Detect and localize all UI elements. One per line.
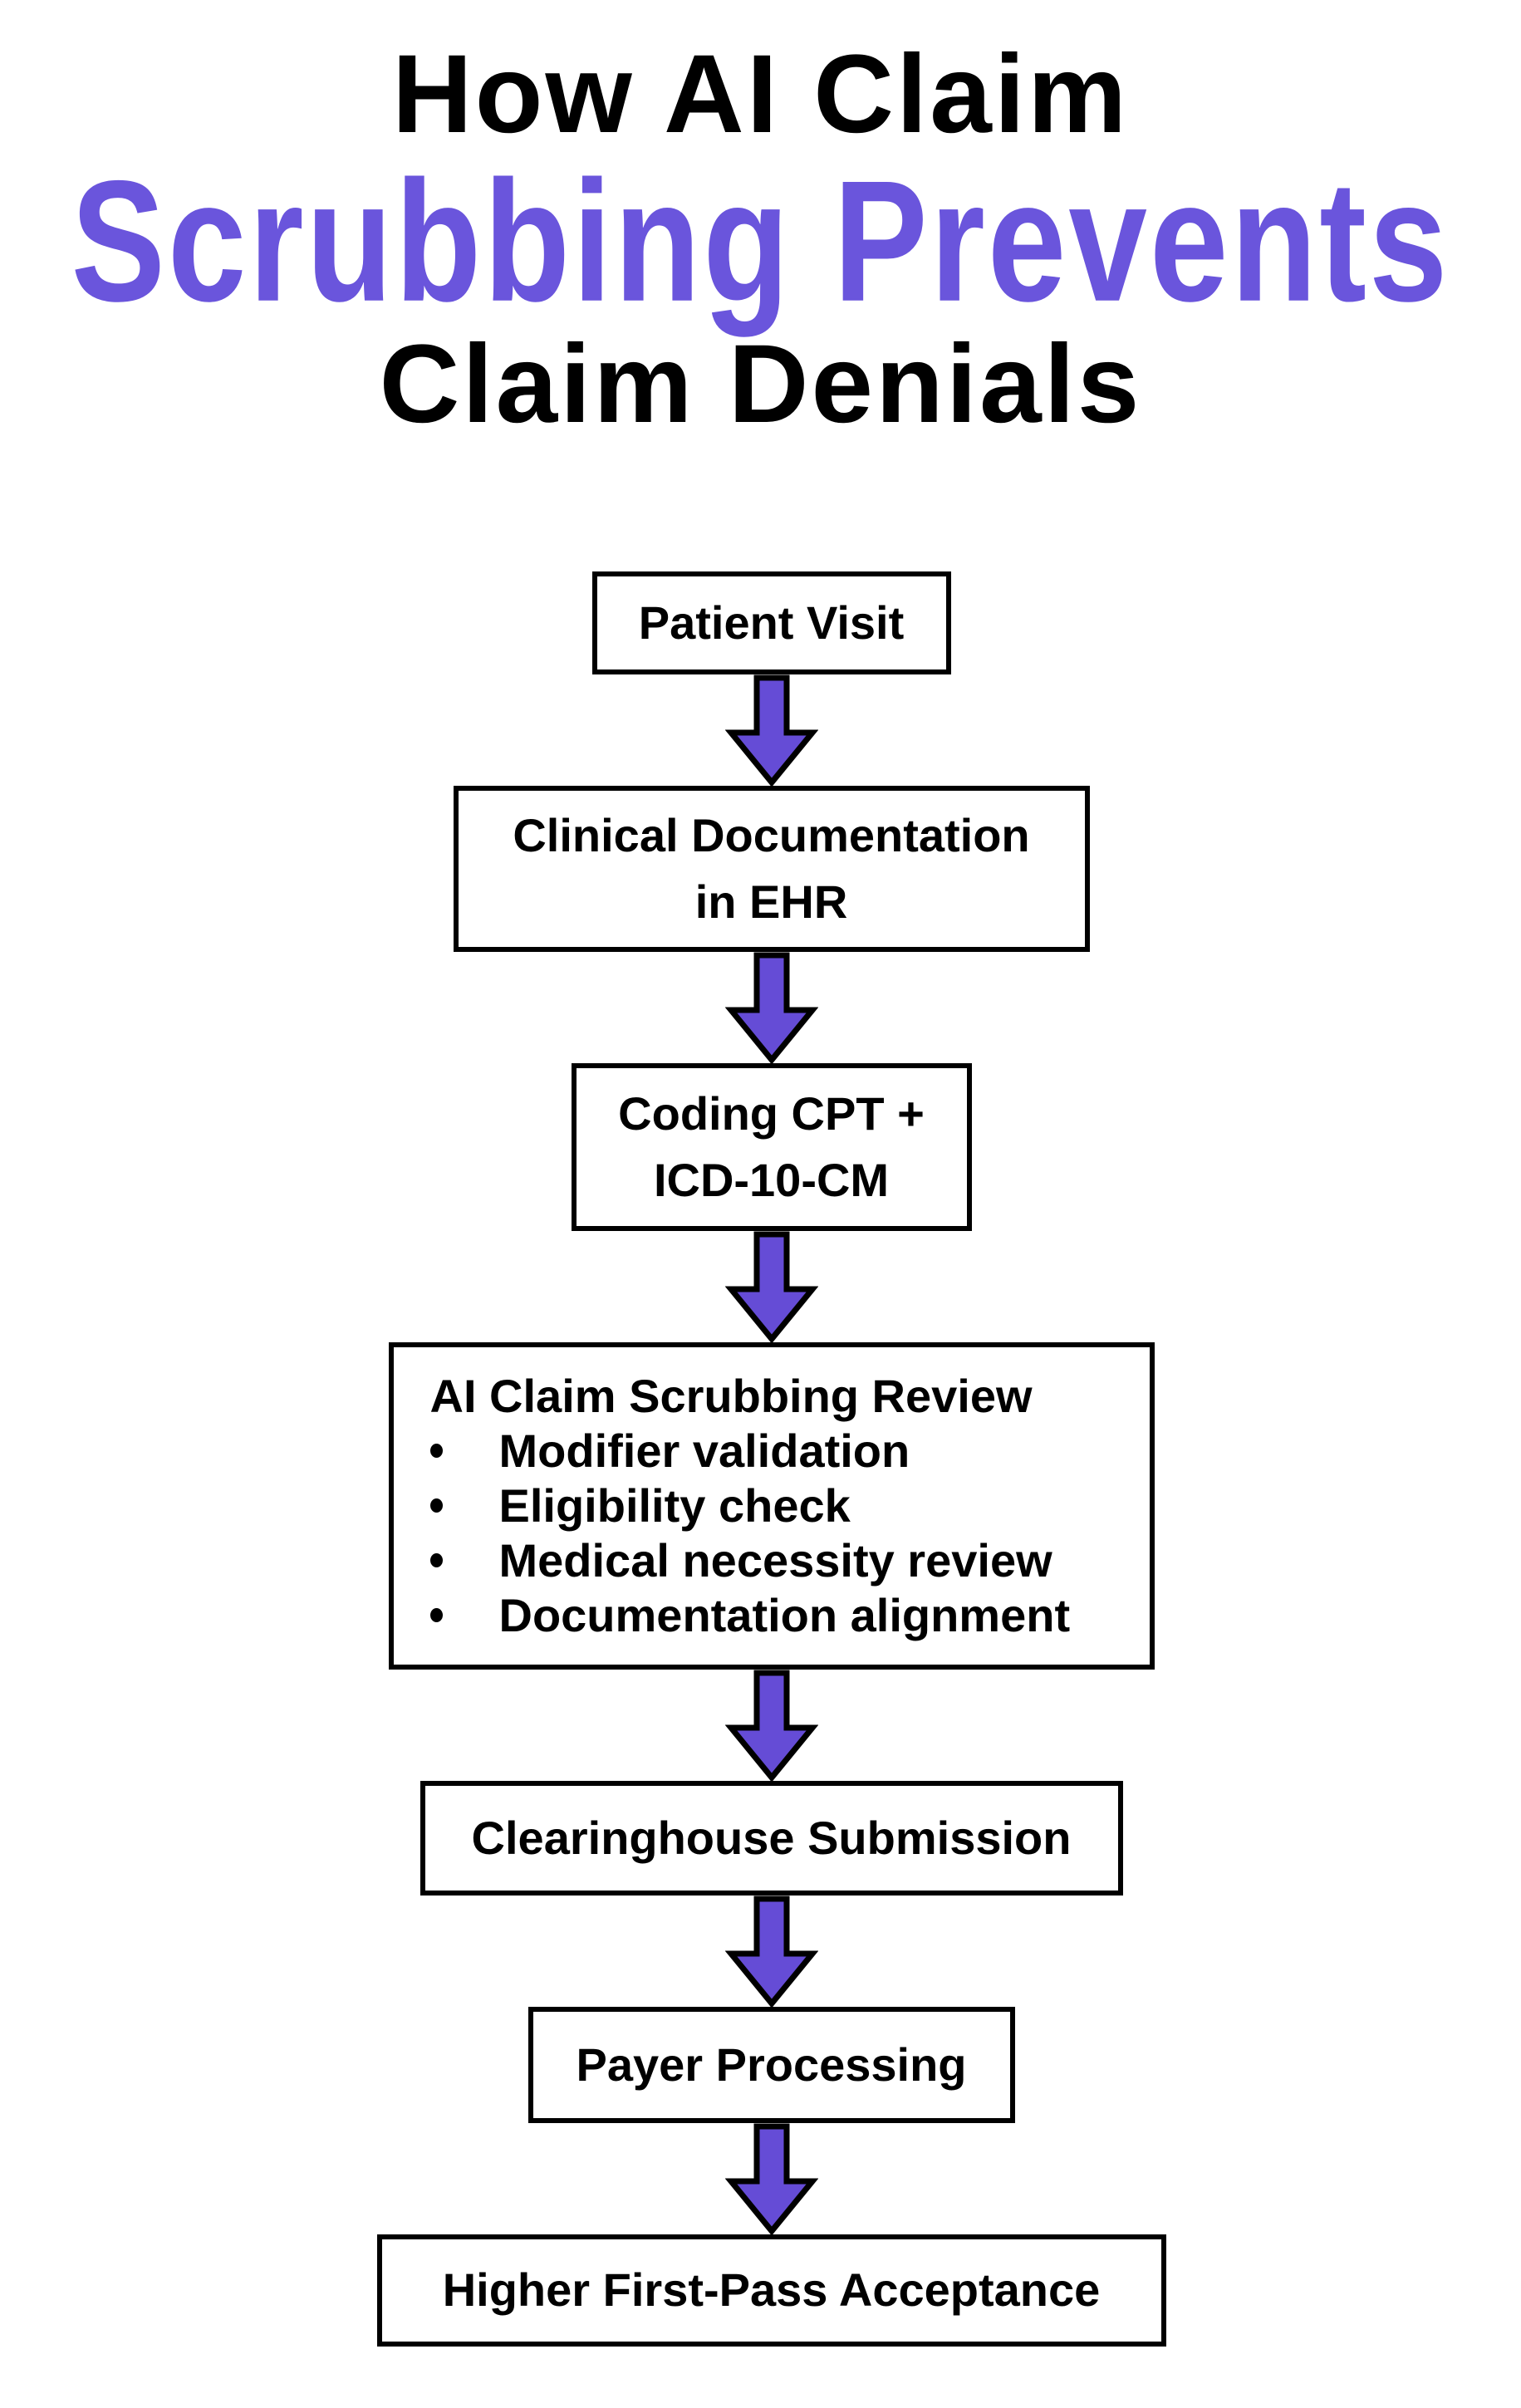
flow-step-clearinghouse-submission: Clearinghouse Submission: [420, 1780, 1123, 1896]
bullet-dot: [429, 1553, 443, 1568]
flow-step-higher-first-pass-acceptance: Higher First-Pass Acceptance: [376, 2234, 1166, 2347]
bullet-item: Modifier validation: [429, 1424, 1071, 1479]
down-arrow-icon: [724, 674, 818, 786]
down-arrow-icon: [724, 952, 818, 1063]
step-label: Payer Processing: [576, 2038, 967, 2091]
bullet-item: Documentation alignment: [429, 1588, 1071, 1643]
bullet-label: Eligibility check: [498, 1479, 851, 1532]
down-arrow-icon: [724, 1670, 818, 1781]
flow-step-clinical-documentation: Clinical Documentation in EHR: [453, 785, 1090, 952]
step-label-line-2: in EHR: [694, 875, 848, 928]
bullet-label: Medical necessity review: [498, 1533, 1052, 1587]
bullet-dot: [429, 1498, 443, 1513]
down-arrow-icon: [724, 2123, 818, 2234]
bullet-dot: [429, 1444, 443, 1459]
title-line-3: Claim Denials: [379, 321, 1142, 446]
flow-step-ai-claim-scrubbing-review: AI Claim Scrubbing Review Modifier valid…: [388, 1341, 1155, 1670]
flow-step-payer-processing: Payer Processing: [527, 2006, 1015, 2123]
down-arrow-icon: [724, 1896, 818, 2007]
step-label-line-1: Clinical Documentation: [513, 809, 1030, 862]
down-arrow-icon: [724, 1231, 818, 1342]
flow-step-patient-visit: Patient Visit: [591, 571, 951, 674]
ai-review-bullet-list: Modifier validation Eligibility check Me…: [429, 1424, 1071, 1643]
bullet-item: Medical necessity review: [429, 1533, 1071, 1588]
title-line-2-accent: Scrubbing Prevents: [71, 145, 1450, 338]
flow-step-coding-cpt-icd: Coding CPT + ICD-10-CM: [571, 1062, 972, 1231]
title-block: How AI Claim Scrubbing Prevents Claim De…: [0, 0, 1521, 442]
bullet-item: Eligibility check: [429, 1479, 1071, 1533]
step-label-line-1: Coding CPT +: [618, 1087, 925, 1140]
step-label: Higher First-Pass Acceptance: [442, 2263, 1101, 2317]
step-label: Clearinghouse Submission: [471, 1811, 1072, 1864]
bullet-label: Modifier validation: [498, 1424, 910, 1477]
bullet-dot: [429, 1608, 443, 1623]
title-line-1: How AI Claim: [391, 32, 1130, 156]
ai-review-title: AI Claim Scrubbing Review: [429, 1369, 1033, 1422]
bullet-label: Documentation alignment: [498, 1588, 1071, 1641]
flowchart: Patient Visit Clinical Documentation in …: [11, 571, 1521, 2347]
step-label-line-2: ICD-10-CM: [653, 1153, 890, 1206]
step-label: Patient Visit: [638, 596, 905, 649]
